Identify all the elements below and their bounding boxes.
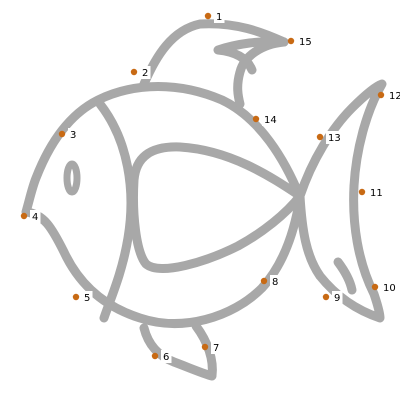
dot-10: 10: [371, 281, 398, 294]
dot-label: 13: [328, 133, 341, 144]
dot-label-background: [326, 131, 343, 144]
dot-marker: [322, 293, 330, 301]
dot-label-background: [214, 10, 225, 23]
dot-marker: [287, 37, 295, 45]
dot-marker: [58, 130, 66, 138]
dot-marker: [316, 133, 324, 141]
dot-label-background: [381, 281, 398, 294]
dot-marker: [72, 293, 80, 301]
dot-label-background: [332, 291, 343, 304]
dot-label: 15: [299, 37, 312, 48]
fish-body-outline: [21, 82, 305, 328]
dot-marker: [377, 91, 385, 99]
inner-body-outline: [129, 142, 305, 273]
dot-marker: [371, 283, 379, 291]
dot-label-background: [30, 210, 41, 223]
dot-label: 2: [142, 68, 148, 79]
dot-13: 13: [316, 131, 343, 144]
dot-14: 14: [252, 113, 279, 126]
dot-12: 12: [377, 89, 400, 102]
dot-label-background: [161, 350, 172, 363]
dot-label: 10: [383, 283, 396, 294]
dot-label-background: [270, 275, 281, 288]
dot-marker: [20, 212, 28, 220]
dot-label-background: [387, 89, 400, 102]
dot-label-background: [211, 341, 222, 354]
dot-15: 15: [287, 35, 314, 48]
dot-marker: [260, 277, 268, 285]
dot-4: 4: [20, 210, 41, 223]
dot-label-background: [368, 186, 385, 199]
dot-marker: [204, 12, 212, 20]
dot-8: 8: [260, 275, 281, 288]
dot-marker: [252, 115, 260, 123]
eye: [63, 160, 81, 196]
dot-2: 2: [130, 66, 151, 79]
tail-inner-stroke: [333, 257, 357, 295]
dot-label: 12: [389, 91, 400, 102]
dot-6: 6: [151, 350, 172, 363]
dot-9: 9: [322, 291, 343, 304]
tail-fin-outline: [295, 79, 387, 323]
dorsal-fin-notch: [213, 37, 289, 75]
dot-label: 3: [70, 130, 76, 141]
dot-label-background: [262, 113, 279, 126]
dot-label-background: [68, 128, 79, 141]
dot-label: 7: [213, 343, 219, 354]
dot-label: 8: [272, 277, 278, 288]
fish-outline: [21, 19, 387, 381]
dot-label: 5: [84, 293, 90, 304]
dot-11: 11: [358, 186, 385, 199]
dot-7: 7: [201, 341, 222, 354]
dot-marker: [130, 68, 138, 76]
dot-label: 4: [32, 212, 38, 223]
dot-marker: [151, 352, 159, 360]
dot-3: 3: [58, 128, 79, 141]
dot-marker: [358, 188, 366, 196]
dot-label: 6: [163, 352, 169, 363]
dot-label-background: [82, 291, 93, 304]
dot-label: 11: [370, 188, 383, 199]
dot-label: 9: [334, 293, 340, 304]
dot-label-background: [297, 35, 314, 48]
gill-line: [95, 99, 136, 323]
dot-label-background: [140, 66, 151, 79]
dot-label: 1: [216, 12, 222, 23]
dot-marker: [201, 343, 209, 351]
bottom-fin-outline: [139, 321, 217, 381]
dot-5: 5: [72, 291, 93, 304]
dot-1: 1: [204, 10, 225, 23]
dorsal-fin-outline: [139, 19, 289, 109]
dot-label: 14: [264, 115, 277, 126]
